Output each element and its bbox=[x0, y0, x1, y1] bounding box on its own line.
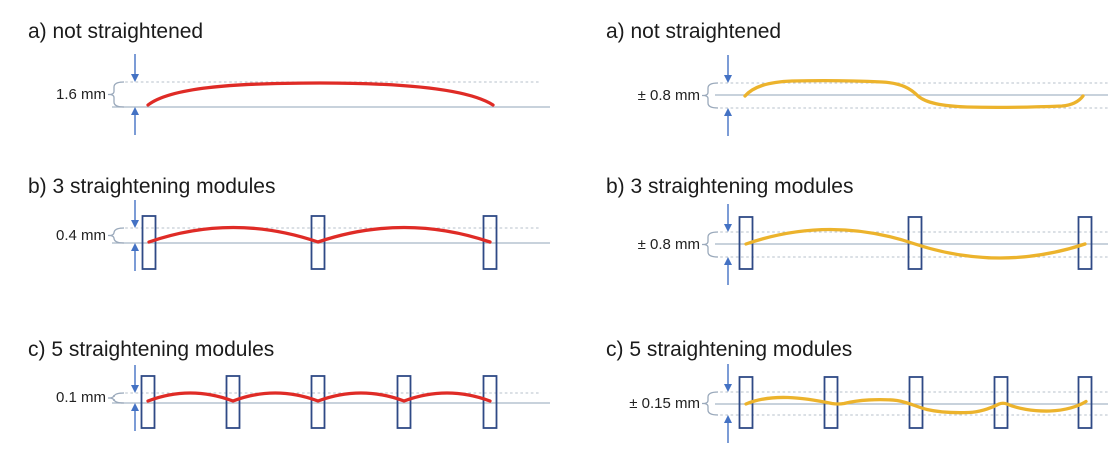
panel-title: a) not straightened bbox=[606, 20, 782, 43]
strip-profile-curve bbox=[146, 81, 495, 107]
panel-title: b) 3 straightening modules bbox=[28, 175, 276, 198]
panel-title: a) not straightened bbox=[28, 20, 204, 43]
strip-profile-curve bbox=[147, 225, 492, 244]
panel-waviness-3-modules: b) 3 straightening modules ± 0.8 mm bbox=[555, 160, 1110, 310]
dimension-brace bbox=[702, 82, 719, 109]
straightening-module bbox=[908, 376, 924, 429]
arrow-down-icon bbox=[724, 384, 732, 392]
diagram-canvas bbox=[108, 54, 550, 135]
dimension-label: 0.1 mm bbox=[55, 389, 106, 406]
strip-profile-curve bbox=[744, 227, 1087, 260]
arrow-down-icon bbox=[131, 220, 139, 228]
panel-title: c) 5 straightening modules bbox=[606, 338, 853, 361]
arrow-down-icon bbox=[724, 75, 732, 83]
arrow-up-icon bbox=[131, 403, 139, 411]
straightening-module bbox=[482, 375, 498, 429]
panel-title: c) 5 straightening modules bbox=[28, 338, 275, 361]
arrow-down-icon bbox=[131, 74, 139, 82]
panel-bow-not-straightened: a) not straightened 1.6 mm bbox=[0, 0, 555, 160]
strip-profile-curve bbox=[146, 391, 492, 403]
panel-waviness-5-modules: c) 5 straightening modules ± 0.15 mm bbox=[555, 310, 1110, 468]
dimension-brace bbox=[702, 391, 719, 416]
diagram-canvas bbox=[702, 364, 1108, 443]
straightening-module bbox=[1077, 216, 1093, 270]
diagram-canvas bbox=[702, 55, 1108, 136]
dimension-label: ± 0.8 mm bbox=[637, 235, 700, 253]
diagram-canvas bbox=[108, 200, 550, 271]
straightening-module bbox=[482, 215, 498, 270]
straightening-module bbox=[141, 215, 157, 270]
dimension-brace bbox=[108, 392, 125, 404]
panel-title: b) 3 straightening modules bbox=[606, 175, 854, 198]
arrow-down-icon bbox=[724, 224, 732, 232]
arrow-up-icon bbox=[131, 107, 139, 115]
strip-profile-curve bbox=[744, 395, 1088, 415]
arrow-up-icon bbox=[131, 243, 139, 251]
straightening-module bbox=[225, 375, 241, 429]
dimension-brace bbox=[108, 81, 125, 108]
arrow-up-icon bbox=[724, 257, 732, 265]
panel-bow-5-modules: c) 5 straightening modules 0.1 mm bbox=[0, 310, 555, 468]
strip-profile-curve bbox=[743, 78, 1085, 110]
arrow-up-icon bbox=[724, 415, 732, 423]
dimension-label: 1.6 mm bbox=[55, 85, 106, 103]
arrow-up-icon bbox=[724, 108, 732, 116]
straightening-module bbox=[396, 375, 412, 429]
arrow-down-icon bbox=[131, 385, 139, 393]
dimension-label: ± 0.8 mm bbox=[637, 86, 700, 104]
straightening-module bbox=[310, 215, 326, 270]
diagram-canvas bbox=[108, 365, 550, 431]
straightening-module bbox=[310, 375, 326, 429]
diagram-canvas bbox=[702, 204, 1108, 285]
panel-waviness-not-straightened: a) not straightened ± 0.8 mm bbox=[555, 0, 1110, 160]
dimension-brace bbox=[702, 231, 719, 258]
straightening-module bbox=[1077, 376, 1093, 429]
dimension-label: 0.4 mm bbox=[55, 226, 106, 244]
panel-bow-3-modules: b) 3 straightening modules 0.4 mm bbox=[0, 160, 555, 310]
straightening-module bbox=[140, 375, 156, 429]
dimension-brace bbox=[108, 227, 125, 244]
dimension-label: ± 0.15 mm bbox=[629, 394, 700, 412]
